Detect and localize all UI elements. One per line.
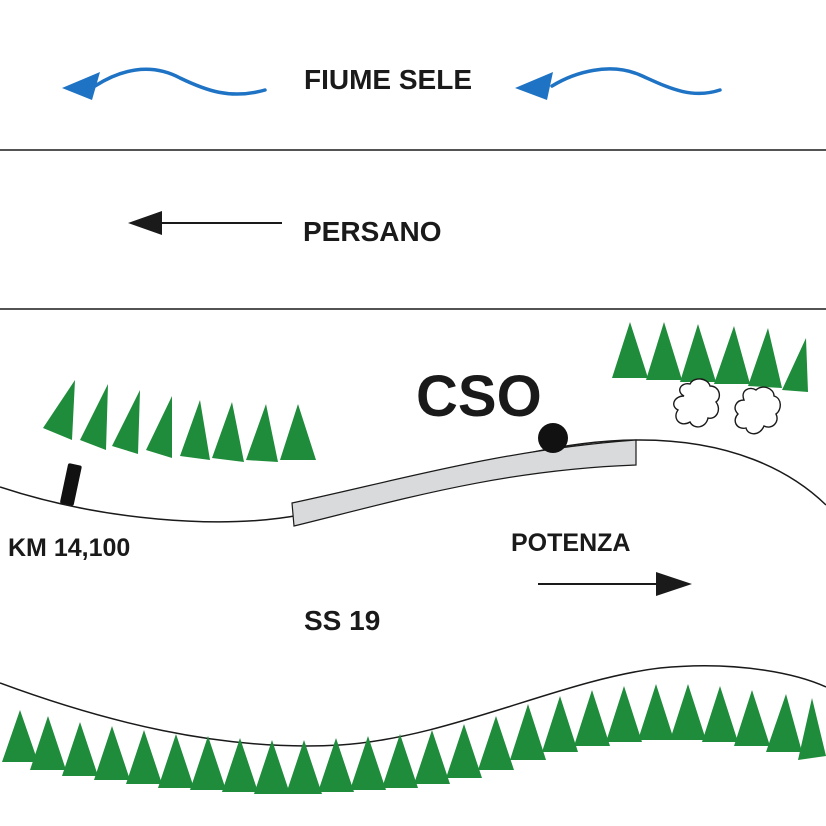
- highlighted-road-segment: [291, 439, 637, 527]
- bushes-icon: [673, 378, 781, 435]
- tree-cluster-top-left-icon: [43, 380, 316, 462]
- persano-label: PERSANO: [303, 216, 441, 247]
- km-marker-post-icon: [60, 463, 82, 506]
- tree-cluster-top-right-icon: [612, 322, 808, 392]
- river-flow-right-arrow-icon: [515, 67, 722, 100]
- tree-row-bottom-icon: [2, 684, 826, 794]
- cso-label: CSO: [416, 364, 542, 429]
- cso-site-dot-icon: [538, 423, 568, 453]
- road-name-label: SS 19: [304, 605, 380, 636]
- road-edge-lower: [0, 665, 826, 747]
- river-flow-left-arrow-icon: [62, 67, 267, 100]
- west-direction-arrow-icon: [128, 211, 282, 235]
- km-label: KM 14,100: [8, 534, 130, 562]
- potenza-label: POTENZA: [511, 529, 630, 557]
- east-direction-arrow-icon: [538, 572, 692, 596]
- river-label: FIUME SELE: [304, 64, 472, 95]
